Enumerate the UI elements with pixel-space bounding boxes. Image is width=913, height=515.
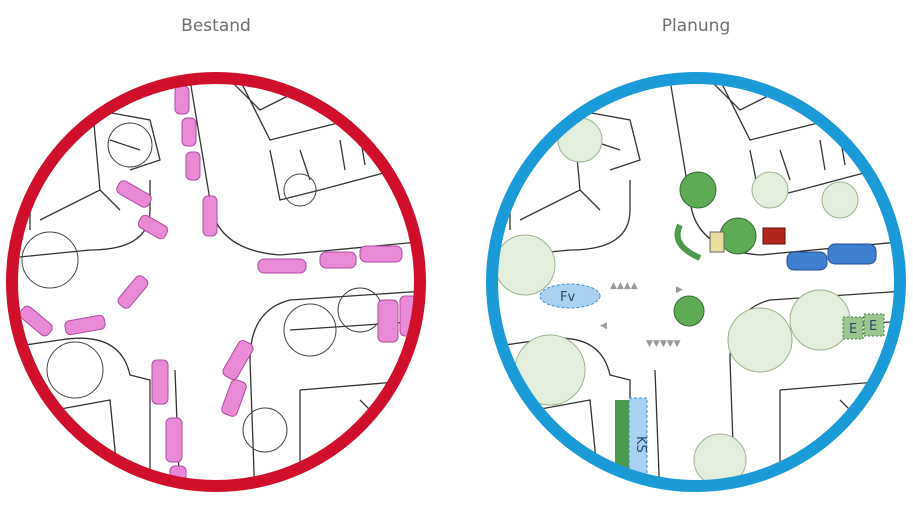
crossing-markers: ▲▲▲▲ ▼▼▼▼▼ ◀ ▶ (600, 281, 683, 349)
ks-area (628, 397, 648, 482)
e-label-2: E (869, 319, 877, 334)
kiosk (762, 227, 786, 245)
title-bestand: Bestand (181, 16, 251, 36)
planung-sketch: ▲▲▲▲ ▼▼▼▼▼ ◀ ▶ Fv E E KS (496, 82, 896, 482)
fv-label: Fv (560, 290, 575, 305)
e-area-2 (863, 313, 885, 337)
svg-text:▼▼▼▼▼: ▼▼▼▼▼ (646, 339, 681, 349)
svg-text:◀: ◀ (600, 321, 607, 331)
green-strip (674, 223, 702, 261)
e-label-1: E (849, 322, 857, 337)
bush-cluster (21, 122, 383, 453)
ks-label: KS (633, 436, 648, 453)
title-planung: Planung (661, 16, 731, 36)
green-lane (615, 400, 629, 482)
blue-cars (786, 243, 877, 271)
parked-cars (19, 85, 416, 482)
fv-area (539, 283, 601, 309)
bestand-ring (6, 72, 426, 492)
svg-text:▶: ▶ (676, 285, 683, 295)
svg-text:▲▲▲▲: ▲▲▲▲ (610, 281, 638, 291)
new-trees (673, 171, 757, 327)
light-trees (496, 117, 859, 482)
planung-ring (486, 72, 906, 492)
bench (709, 231, 725, 253)
bestand-sketch (16, 82, 416, 482)
e-area-1 (842, 316, 864, 340)
